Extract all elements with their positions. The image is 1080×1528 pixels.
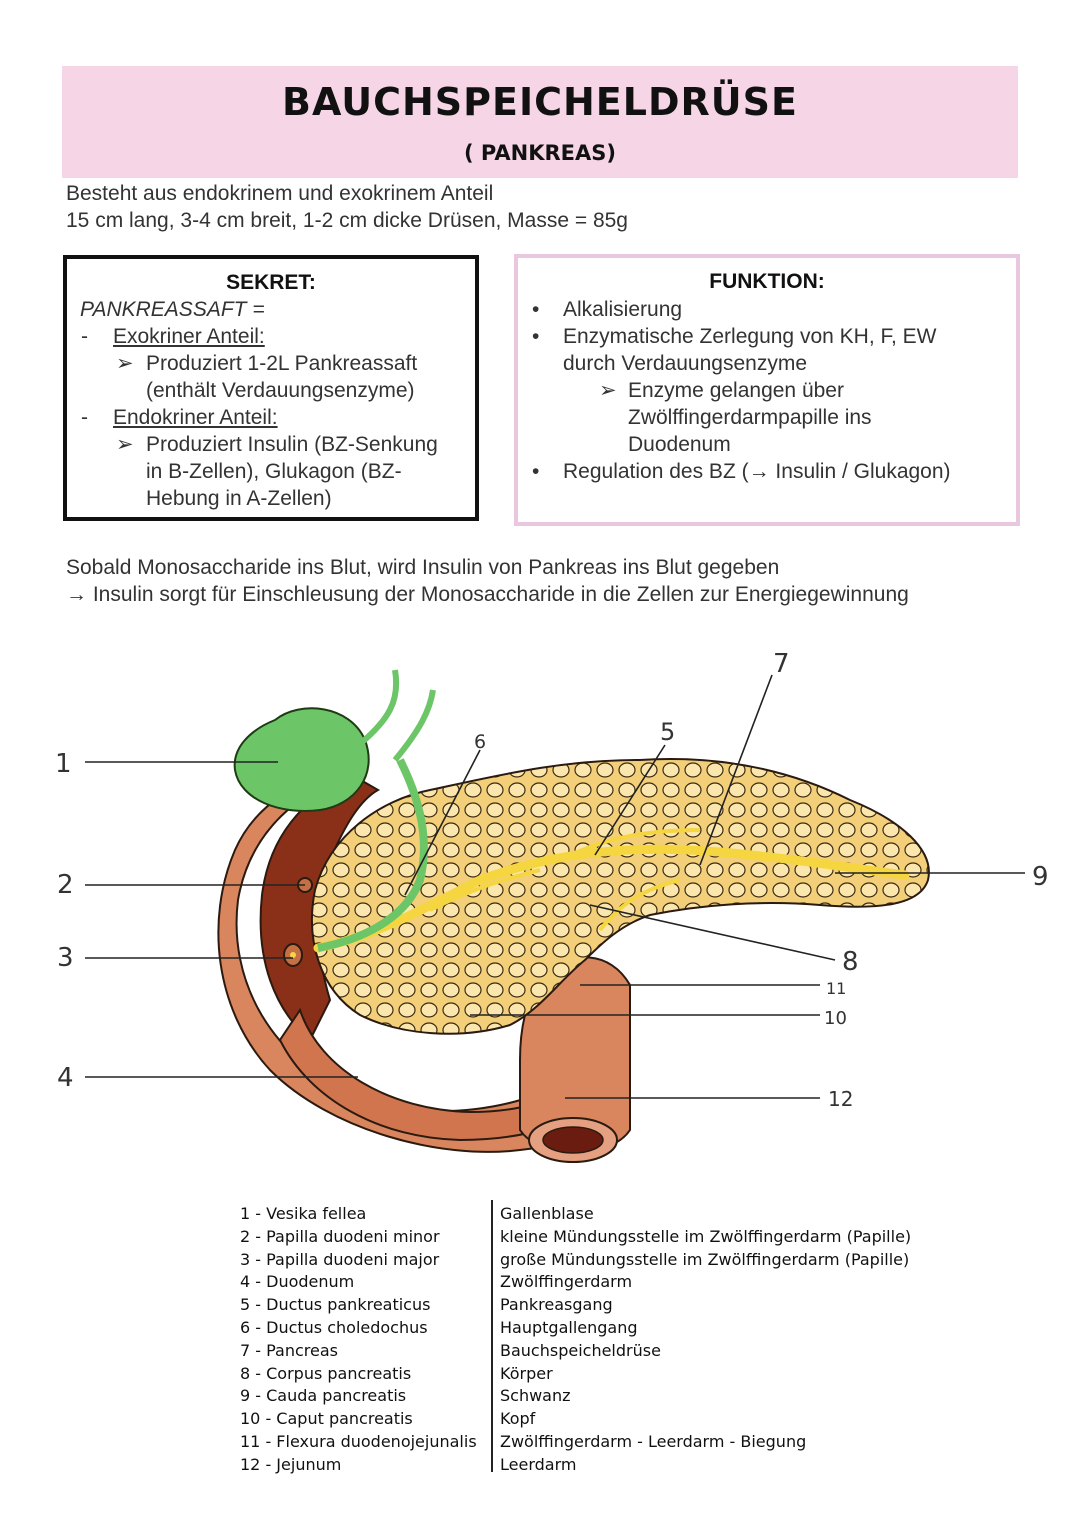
legend-latin-item: 6 - Ductus choledochus	[240, 1317, 428, 1337]
legend-latin-item: 12 - Jejunum	[240, 1454, 342, 1474]
legend-latin-item: 1 - Vesika fellea	[240, 1204, 367, 1223]
funktion-title: FUNKTION:	[709, 270, 825, 293]
legend-german-item: Bauchspeicheldrüse	[500, 1340, 661, 1360]
label-2: 2	[57, 870, 74, 900]
funktion-bullet-1: Alkalisierung	[563, 298, 683, 321]
jejunum-lumen	[542, 1126, 604, 1154]
legend-german-item: Leerdarm	[500, 1454, 577, 1474]
pancreas	[311, 758, 930, 1035]
legend-latin-item: 10 - Caput pancreatis	[240, 1409, 413, 1429]
legend-german-item: Gallenblase	[500, 1204, 594, 1223]
legend-german-item: Zwölffingerdarm - Leerdarm - Biegung	[500, 1431, 807, 1451]
funktion-sub-line-2: Zwölffingerdarmpapille ins	[628, 406, 872, 429]
endo-item-line-1: Produziert Insulin (BZ-Senkung	[146, 433, 438, 456]
label-6: 6	[474, 731, 486, 753]
label-9: 9	[1032, 862, 1049, 892]
legend-german-item: kleine Mündungsstelle im Zwölffingerdarm…	[500, 1226, 912, 1246]
endo-heading: Endokriner Anteil:	[113, 406, 278, 429]
legend-latin-item: 8 - Corpus pancreatis	[240, 1363, 412, 1383]
bullet-dot: •	[532, 298, 540, 321]
pancreatic-duct	[313, 844, 910, 953]
pancreas-diagram: 1 2 3 4 5 6 7 8 9 10 11 12	[55, 649, 1049, 1163]
legend-divider	[491, 1200, 493, 1472]
bullet-dot: •	[532, 460, 540, 483]
arrow-bullet: ➢	[599, 379, 617, 402]
legend-german-item: Körper	[500, 1363, 553, 1383]
legend-german-item: Schwanz	[500, 1386, 571, 1406]
legend-latin-item: 7 - Pancreas	[240, 1340, 339, 1360]
sekret-title: SEKRET:	[226, 271, 316, 294]
legend-latin-item: 4 - Duodenum	[240, 1272, 355, 1292]
label-5: 5	[660, 718, 675, 746]
sentence-line-1: Sobald Monosaccharide ins Blut, wird Ins…	[66, 556, 780, 579]
endo-item-line-2: in B-Zellen), Glukagon (BZ-	[146, 460, 402, 483]
label-10: 10	[824, 1008, 847, 1029]
label-3: 3	[57, 943, 74, 973]
legend-latin-item: 5 - Ductus pankreaticus	[240, 1295, 431, 1315]
legend-german: Gallenblase kleine Mündungsstelle im Zwö…	[500, 1203, 911, 1477]
gallbladder	[233, 707, 370, 812]
page-subtitle: ( PANKREAS)	[464, 141, 616, 165]
legend-latin-item: 2 - Papilla duodeni minor	[240, 1226, 440, 1246]
bullet-dot: •	[532, 325, 540, 348]
exo-heading: Exokriner Anteil:	[113, 325, 265, 348]
legend-latin-item: 11 - Flexura duodenojejunalis	[240, 1431, 477, 1451]
legend-german-item: große Mündungsstelle im Zwölffingerdarm …	[500, 1249, 910, 1269]
sekret-box: SEKRET: PANKREASSAFT = - Exokriner Antei…	[63, 255, 479, 521]
title-banner: BAUCHSPEICHELDRÜSE ( PANKREAS)	[62, 66, 1018, 178]
sentence-line-2: → Insulin sorgt für Einschleusung der Mo…	[66, 583, 909, 606]
funktion-bullet-3: Regulation des BZ (→ Insulin / Glukagon)	[563, 460, 951, 483]
label-4: 4	[57, 1063, 74, 1093]
exo-item-line-1: Produziert 1-2L Pankreassaft	[146, 352, 418, 375]
common-bile-duct	[392, 689, 436, 762]
legend-latin-item: 9 - Cauda pancreatis	[240, 1386, 407, 1406]
sekret-formula: PANKREASSAFT =	[80, 298, 265, 321]
intro-text: Besteht aus endokrinem und exokrinem Ant…	[66, 180, 628, 234]
duct-branch	[598, 878, 681, 932]
insulin-sentence: Sobald Monosaccharide ins Blut, wird Ins…	[66, 554, 909, 608]
common-bile-duct	[353, 669, 400, 751]
endo-item-line-3: Hebung in A-Zellen)	[146, 487, 332, 510]
label-1: 1	[55, 749, 72, 779]
dash-bullet: -	[81, 406, 88, 429]
duct-branch	[559, 828, 701, 862]
funktion-bullet-2-line-1: Enzymatische Zerlegung von KH, F, EW	[563, 325, 937, 348]
arrow-bullet: ➢	[116, 352, 134, 375]
funktion-box: FUNKTION: • Alkalisierung • Enzymatische…	[514, 254, 1020, 526]
page-title: BAUCHSPEICHELDRÜSE	[282, 80, 798, 124]
legend-german-item: Hauptgallengang	[500, 1317, 638, 1337]
arrow-bullet: ➢	[116, 433, 134, 456]
legend-latin: 1 - Vesika fellea 2 - Papilla duodeni mi…	[240, 1203, 477, 1477]
intro-line-2: 15 cm lang, 3-4 cm breit, 1-2 cm dicke D…	[66, 209, 628, 232]
exo-item-line-2: (enthält Verdauungsenzyme)	[146, 379, 415, 402]
funktion-sub-line-1: Enzyme gelangen über	[628, 379, 844, 402]
duct-branch	[429, 868, 541, 912]
common-bile-duct	[317, 758, 428, 952]
intro-line-1: Besteht aus endokrinem und exokrinem Ant…	[66, 182, 494, 205]
label-12: 12	[828, 1087, 853, 1111]
dash-bullet: -	[81, 325, 88, 348]
label-11: 11	[826, 979, 846, 998]
legend-german-item: Pankreasgang	[500, 1295, 613, 1315]
funktion-sub-line-3: Duodenum	[628, 433, 731, 456]
label-8: 8	[842, 947, 859, 977]
label-7: 7	[773, 649, 790, 679]
legend-german-item: Zwölffingerdarm	[500, 1272, 633, 1292]
legend-latin-item: 3 - Papilla duodeni major	[240, 1249, 440, 1269]
funktion-bullet-2-line-2: durch Verdauungsenzyme	[563, 352, 807, 375]
legend-german-item: Kopf	[500, 1409, 536, 1429]
